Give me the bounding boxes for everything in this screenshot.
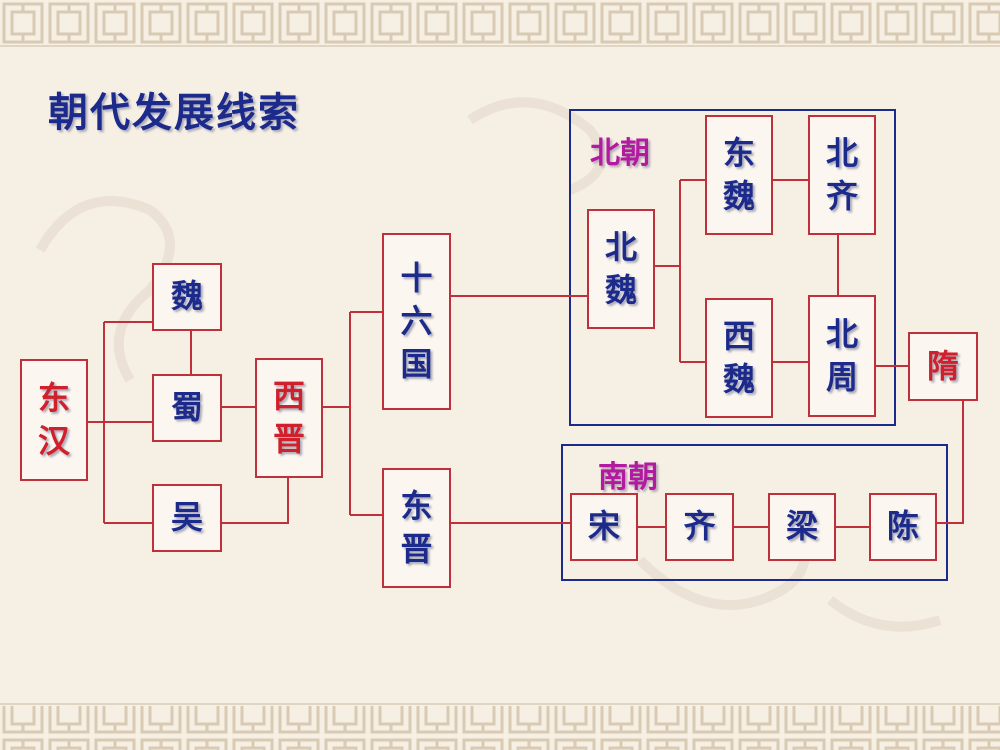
node-dongjin: 东 晋 xyxy=(382,468,451,588)
node-sui: 隋 xyxy=(908,332,978,401)
node-char: 魏 xyxy=(722,360,755,398)
line-wu-xijin xyxy=(222,478,289,524)
node-dongwei: 东 魏 xyxy=(705,115,773,235)
node-char: 宋 xyxy=(587,507,620,546)
node-donghan: 东 汉 xyxy=(20,359,88,481)
node-char: 汉 xyxy=(37,422,70,460)
node-char: 齐 xyxy=(825,177,858,215)
node-shu: 蜀 xyxy=(152,374,222,442)
node-char: 陈 xyxy=(886,507,919,546)
node-xiwei: 西 魏 xyxy=(705,298,773,418)
node-chen: 陈 xyxy=(869,493,937,561)
node-beizhou: 北 周 xyxy=(808,295,876,417)
node-char: 东 xyxy=(722,133,755,172)
node-qi: 齐 xyxy=(665,493,734,561)
node-char: 隋 xyxy=(926,346,959,385)
node-liang: 梁 xyxy=(768,493,836,561)
node-char: 周 xyxy=(825,358,858,396)
north-dynasties-label: 北朝 xyxy=(590,136,650,171)
node-wu: 吴 xyxy=(152,484,222,552)
node-char: 魏 xyxy=(604,271,637,309)
line-chen-sui xyxy=(937,401,964,524)
node-char: 东 xyxy=(400,486,433,525)
node-char: 魏 xyxy=(722,177,755,215)
node-char: 东 xyxy=(37,378,70,417)
north-dynasties-frame xyxy=(569,109,896,426)
node-char: 十 xyxy=(400,258,433,297)
south-dynasties-frame xyxy=(561,444,948,581)
page-title: 朝代发展线索 xyxy=(48,90,300,136)
node-char: 魏 xyxy=(170,277,203,316)
node-char: 蜀 xyxy=(170,388,203,427)
node-char: 六 xyxy=(400,301,433,340)
node-char: 西 xyxy=(722,316,755,355)
south-dynasties-label: 南朝 xyxy=(598,460,658,495)
node-char: 晋 xyxy=(272,420,305,458)
node-shiliuguo: 十 六 国 xyxy=(382,233,451,410)
node-song: 宋 xyxy=(570,493,638,561)
node-xijin: 西 晋 xyxy=(255,358,323,478)
node-char: 齐 xyxy=(683,507,716,546)
node-beiqi: 北 齐 xyxy=(808,115,876,235)
node-char: 北 xyxy=(825,133,858,172)
node-char: 西 xyxy=(272,376,305,415)
node-beiwei: 北 魏 xyxy=(587,209,655,329)
node-char: 国 xyxy=(400,345,433,384)
node-char: 北 xyxy=(604,227,637,266)
node-char: 北 xyxy=(825,314,858,353)
node-char: 吴 xyxy=(170,498,203,537)
node-char: 梁 xyxy=(785,507,818,546)
node-wei: 魏 xyxy=(152,263,222,331)
node-char: 晋 xyxy=(400,530,433,568)
